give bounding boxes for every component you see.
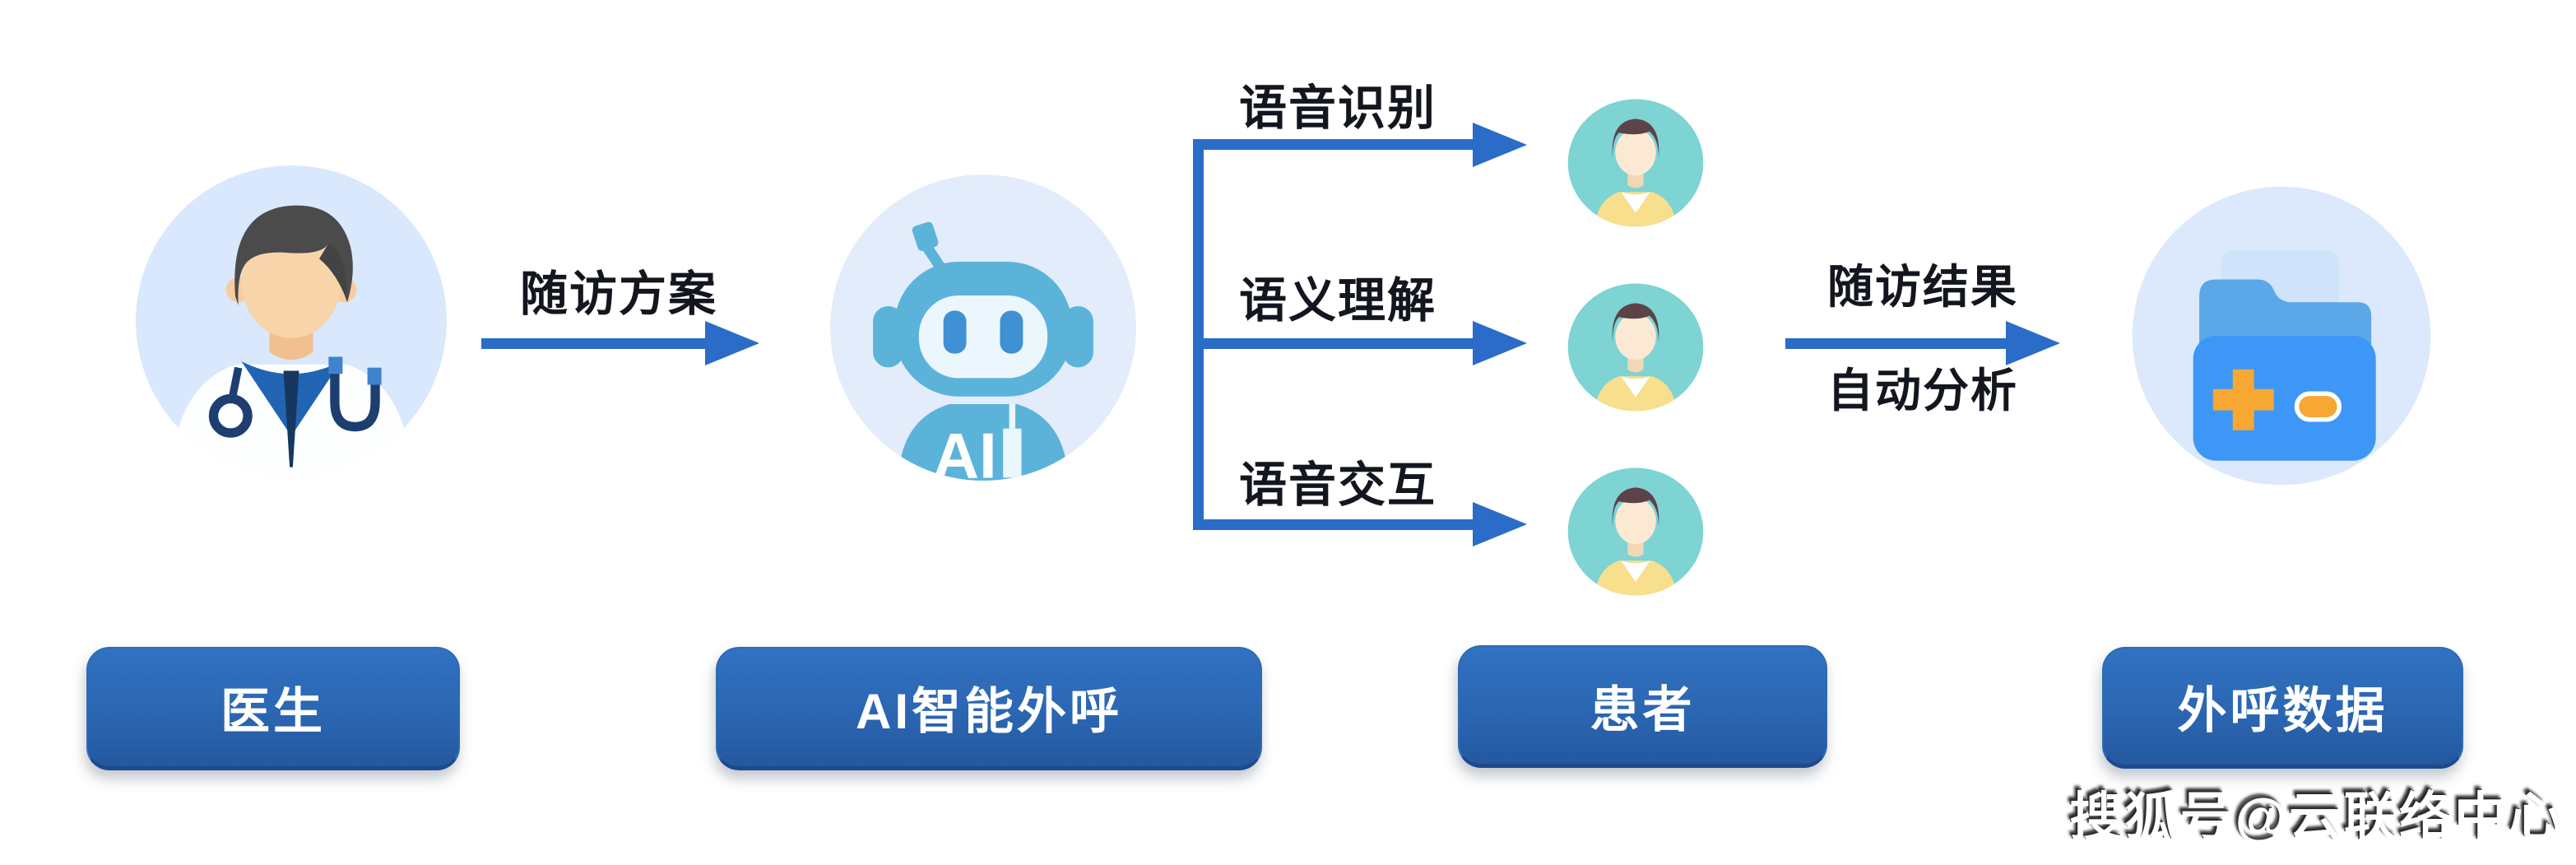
watermark: 搜狐号@云联络中心 [2069, 788, 2564, 847]
ai-robot-icon: AI [830, 174, 1136, 481]
ai-node: AI [830, 174, 1136, 481]
branch-arrow-shaft-2 [1198, 338, 1473, 349]
ai-badge-text: AI [933, 419, 997, 481]
patient-icon [1567, 283, 1704, 412]
ai-node-label: AI智能外呼 [716, 647, 1262, 770]
patient-icon [1567, 467, 1704, 596]
doctor-node [136, 165, 447, 477]
patient-avatar-3 [1566, 466, 1705, 598]
doctor-icon [136, 165, 447, 477]
patient-avatar-2 [1566, 281, 1705, 413]
medical-folder-icon [2132, 186, 2431, 486]
branch-arrow-head-2 [1473, 321, 1527, 365]
branch-arrow-head-1 [1473, 123, 1527, 167]
doctor-node-label: 医生 [86, 647, 460, 770]
edge-label-semantic-understanding: 语义理解 [1238, 274, 1437, 328]
result-arrow-head [2006, 321, 2060, 365]
edge-label-plan: 随访方案 [519, 267, 717, 321]
result-arrow-shaft [1785, 338, 2006, 349]
branch-arrow-shaft-1 [1198, 139, 1473, 150]
patient-avatar-1 [1566, 97, 1705, 229]
data-node [2129, 184, 2434, 488]
edge-label-speech-recognition: 语音识别 [1238, 81, 1437, 135]
patient-icon [1567, 99, 1704, 227]
plan-arrow-shaft [481, 338, 705, 349]
branch-arrow-head-3 [1473, 502, 1527, 546]
edge-label-followup-result: 随访结果 [1827, 261, 2018, 313]
plan-arrow-head [705, 321, 759, 365]
edge-label-auto-analysis: 自动分析 [1827, 365, 2018, 416]
patient-node-label: 患者 [1458, 645, 1827, 768]
branch-connector-line [1193, 139, 1204, 530]
branch-arrow-shaft-3 [1198, 519, 1473, 530]
edge-label-voice-interaction: 语音交互 [1238, 458, 1437, 512]
data-node-label: 外呼数据 [2102, 647, 2463, 769]
